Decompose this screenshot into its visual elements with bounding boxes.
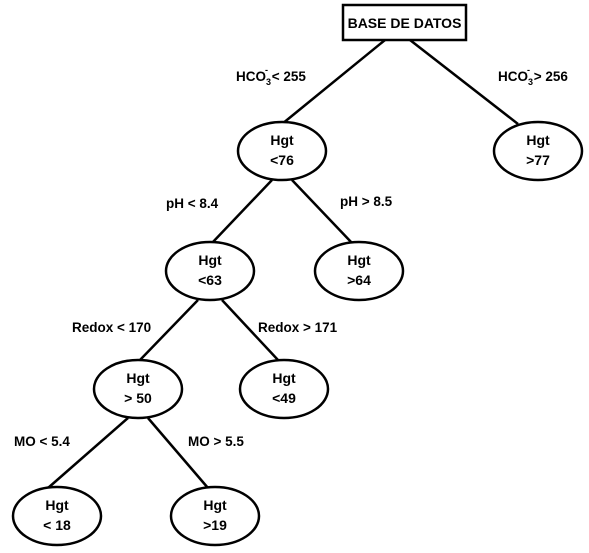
node-line2: <76 <box>270 152 294 168</box>
edge-label-redox-high: Redox > 171 <box>258 320 338 335</box>
node-hgt-lt76: Hgt <76 <box>236 120 328 182</box>
tree-nodes: Hgt <76 Hgt >77 Hgt <63 Hgt >64 Hgt > 50… <box>11 120 584 547</box>
edge-hgt-lt63-to-hgt-lt49 <box>221 299 279 361</box>
node-ellipse <box>92 358 184 420</box>
root-label: BASE DE DATOS <box>348 15 462 31</box>
edge-label-ph-high: pH > 8.5 <box>340 194 393 209</box>
node-hgt-gt77: Hgt >77 <box>492 120 584 182</box>
edge-root-to-hgt-gt77 <box>409 39 519 125</box>
node-hgt-gt50: Hgt > 50 <box>92 358 184 420</box>
node-ellipse <box>238 358 330 420</box>
node-line1: Hgt <box>526 132 550 148</box>
edge-label-mo-high: MO > 5.5 <box>188 434 244 449</box>
node-line2: >64 <box>347 272 371 288</box>
edge-hgt-lt76-to-hgt-lt63 <box>211 179 273 244</box>
node-line2: <49 <box>272 390 296 406</box>
node-line1: Hgt <box>198 252 222 268</box>
edge-hgt-lt76-to-hgt-gt64 <box>291 179 353 244</box>
node-line1: Hgt <box>203 497 227 513</box>
node-line2: >77 <box>526 152 550 168</box>
edge-labels: HCO3- < 255 HCO3- > 256 pH < 8.4 pH > 8.… <box>14 65 568 449</box>
root-box <box>341 3 468 42</box>
node-ellipse <box>11 485 103 547</box>
tree-edges <box>47 39 519 489</box>
edge-hgt-gt50-to-hgt-lt18 <box>47 417 129 489</box>
node-line2: < 18 <box>43 517 71 533</box>
node-ellipse <box>164 240 256 302</box>
edge-hgt-gt50-to-hgt-gt19 <box>147 417 209 489</box>
edge-label-redox-low: Redox < 170 <box>72 320 151 335</box>
node-line1: Hgt <box>45 497 69 513</box>
node-hgt-gt19: Hgt >19 <box>169 485 261 547</box>
node-ellipse <box>492 120 584 182</box>
edge-label-mo-low: MO < 5.4 <box>14 434 70 449</box>
node-line2: >19 <box>203 517 227 533</box>
node-line1: Hgt <box>126 370 150 386</box>
node-hgt-lt18: Hgt < 18 <box>11 485 103 547</box>
node-line1: Hgt <box>347 252 371 268</box>
edge-label-hco3-high: HCO3- > 256 <box>498 65 568 87</box>
edge-hgt-lt63-to-hgt-gt50 <box>139 299 199 361</box>
node-ellipse <box>169 485 261 547</box>
node-line1: Hgt <box>272 370 296 386</box>
node-line2: > 50 <box>124 390 152 406</box>
node-hgt-lt63: Hgt <63 <box>164 240 256 302</box>
edge-label-ph-low: pH < 8.4 <box>166 196 219 211</box>
node-ellipse <box>313 240 405 302</box>
node-line1: Hgt <box>270 132 294 148</box>
node-hgt-lt49: Hgt <49 <box>238 358 330 420</box>
node-ellipse <box>236 120 328 182</box>
edge-root-to-hgt-lt76 <box>281 39 386 125</box>
root-node: BASE DE DATOS <box>341 3 468 42</box>
node-line2: <63 <box>198 272 222 288</box>
edge-label-hco3-low: HCO3- < 255 <box>236 65 306 87</box>
node-hgt-gt64: Hgt >64 <box>313 240 405 302</box>
